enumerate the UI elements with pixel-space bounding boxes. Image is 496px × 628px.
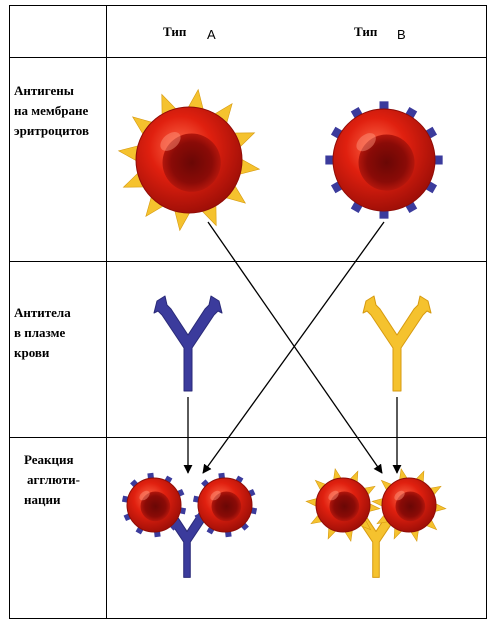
row-label-antigens: Антигены на мембране эритроцитов bbox=[14, 83, 89, 138]
arrow-icon bbox=[202, 221, 385, 474]
antibody-y-icon-yellow bbox=[362, 295, 432, 392]
header-type-a-letter: А bbox=[207, 27, 216, 42]
cell-center-icon bbox=[140, 491, 171, 522]
highlight-icon bbox=[394, 490, 405, 501]
cell-center-icon bbox=[358, 134, 415, 191]
red-blood-cell-type-a bbox=[117, 88, 261, 232]
antibody-y-icon-blue bbox=[153, 295, 223, 392]
antigen-block-icon bbox=[379, 101, 389, 111]
row-label-agglutination: Реакция агглюти- нации bbox=[24, 452, 80, 507]
row-label-line: Антитела bbox=[14, 305, 71, 320]
row-label-line: Антигены bbox=[14, 83, 74, 98]
antibody-y-icon bbox=[153, 295, 223, 392]
agglutination-cluster-left bbox=[121, 472, 258, 578]
row-label-line: на мембране bbox=[14, 103, 88, 118]
arrow-icon bbox=[207, 221, 383, 474]
row-label-line: эритроцитов bbox=[14, 123, 89, 138]
row-label-line: агглюти- bbox=[27, 472, 80, 487]
antigen-block-icon bbox=[433, 155, 443, 165]
cell-center-icon bbox=[329, 491, 360, 522]
table-grid bbox=[9, 5, 487, 619]
antibody-y-icon bbox=[362, 295, 432, 392]
row-label-antibodies: Антитела в плазме крови bbox=[14, 305, 71, 360]
cell-center-icon bbox=[395, 491, 426, 522]
highlight-icon bbox=[328, 490, 339, 501]
highlight-icon bbox=[210, 490, 221, 501]
arrows bbox=[183, 221, 402, 474]
column-header-type-a: Тип А bbox=[163, 24, 216, 42]
header-type-a-word: Тип bbox=[163, 24, 187, 39]
antigen-block-icon bbox=[379, 209, 389, 219]
highlight-icon bbox=[356, 133, 376, 152]
highlight-icon bbox=[139, 490, 150, 501]
cell-center-icon bbox=[162, 133, 221, 192]
row-label-line: Реакция bbox=[24, 452, 74, 467]
row-label-line: нации bbox=[24, 492, 61, 507]
cell-center-icon bbox=[211, 491, 242, 522]
header-type-b-letter: В bbox=[397, 27, 406, 42]
antigen-block-icon bbox=[325, 155, 335, 165]
highlight-icon bbox=[160, 132, 181, 151]
row-label-line: в плазме bbox=[14, 325, 65, 340]
agglutination-cluster-right bbox=[305, 468, 447, 578]
red-blood-cell-type-b bbox=[325, 101, 443, 219]
header-type-b-word: Тип bbox=[354, 24, 378, 39]
row-label-line: крови bbox=[14, 345, 50, 360]
column-header-type-b: Тип В bbox=[354, 24, 406, 42]
